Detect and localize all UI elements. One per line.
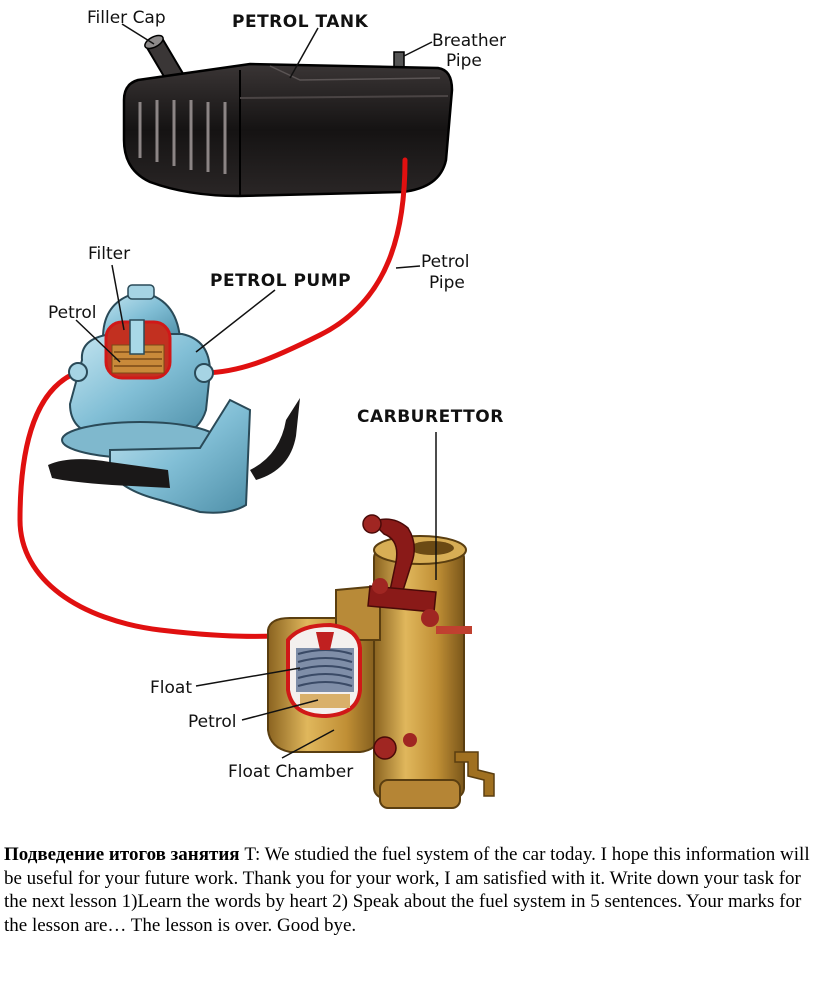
lesson-summary: Подведение итогов занятия T: We studied … — [4, 843, 812, 937]
label-float: Float — [150, 678, 192, 698]
label-float-chamber-petrol: Petrol — [188, 712, 237, 732]
petrol-tank — [122, 34, 454, 198]
label-carburettor: CARBURETTOR — [357, 407, 504, 427]
label-petrol-pipe-line2: Pipe — [429, 273, 465, 293]
label-filler-cap: Filler Cap — [87, 8, 166, 28]
label-petrol-pump: PETROL PUMP — [210, 271, 351, 291]
label-petrol-pump-petrol: Petrol — [48, 303, 97, 323]
summary-heading: Подведение итогов занятия — [4, 844, 240, 865]
fuel-system-diagram: Filler Cap PETROL TANK Breather Pipe Fil… — [17, 8, 506, 809]
label-float-chamber: Float Chamber — [228, 762, 353, 782]
label-breather-pipe-line1: Breather — [432, 31, 506, 51]
petrol-pump — [48, 284, 300, 514]
carburettor — [267, 514, 495, 809]
label-petrol-pipe-line1: Petrol — [421, 252, 470, 272]
petrol-pipe — [17, 157, 408, 639]
summary-body: T: We studied the fuel system of the car… — [4, 844, 810, 936]
label-filter: Filter — [88, 244, 130, 264]
label-breather-pipe-line2: Pipe — [446, 51, 482, 71]
label-petrol-tank: PETROL TANK — [232, 12, 369, 32]
leader-lines — [75, 23, 437, 759]
diagram-labels: Filler Cap PETROL TANK Breather Pipe Fil… — [48, 8, 506, 782]
